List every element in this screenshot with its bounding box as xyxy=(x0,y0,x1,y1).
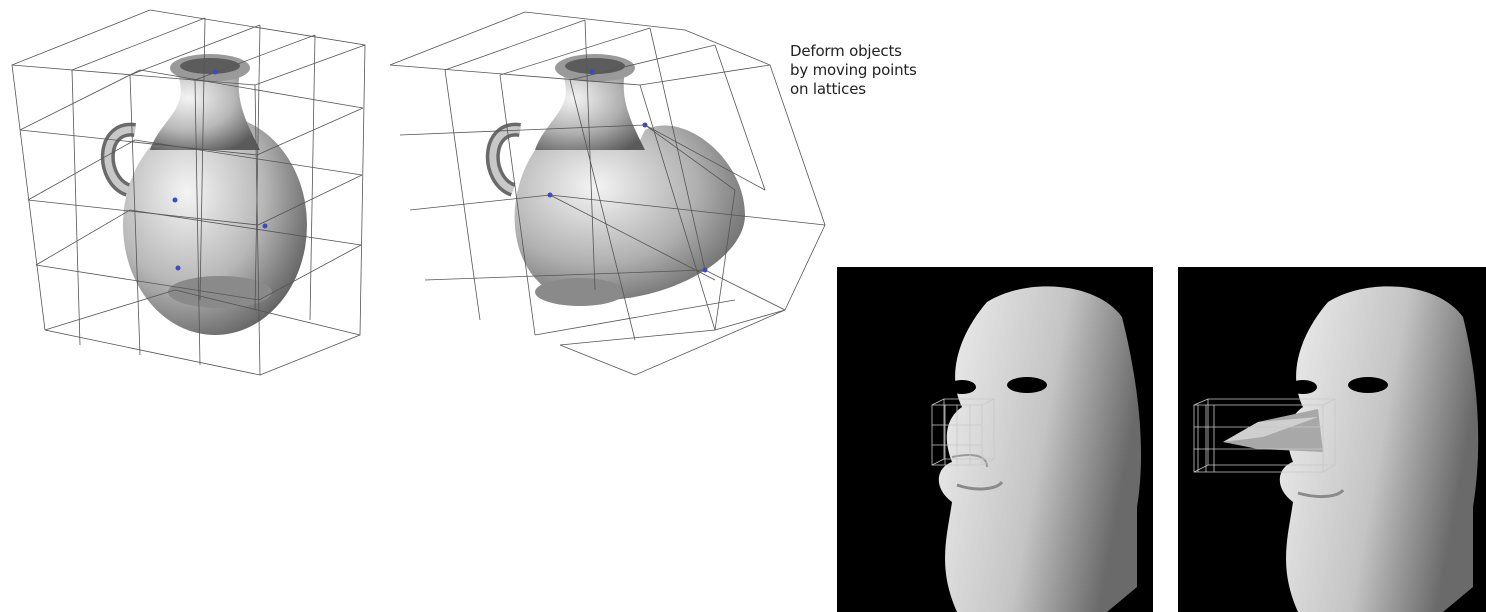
caption-line-1: Deform objects xyxy=(790,42,917,61)
pitcher-deformed-figure xyxy=(385,0,835,390)
face-deformed-figure xyxy=(1178,267,1486,612)
caption-line-2: by moving points xyxy=(790,61,917,80)
pitcher-shape xyxy=(493,54,745,306)
face-shape xyxy=(939,286,1141,612)
pitcher-original-figure xyxy=(0,0,380,390)
caption-text: Deform objects by moving points on latti… xyxy=(790,42,917,99)
face-original-figure xyxy=(837,267,1153,612)
caption-line-3: on lattices xyxy=(790,80,917,99)
